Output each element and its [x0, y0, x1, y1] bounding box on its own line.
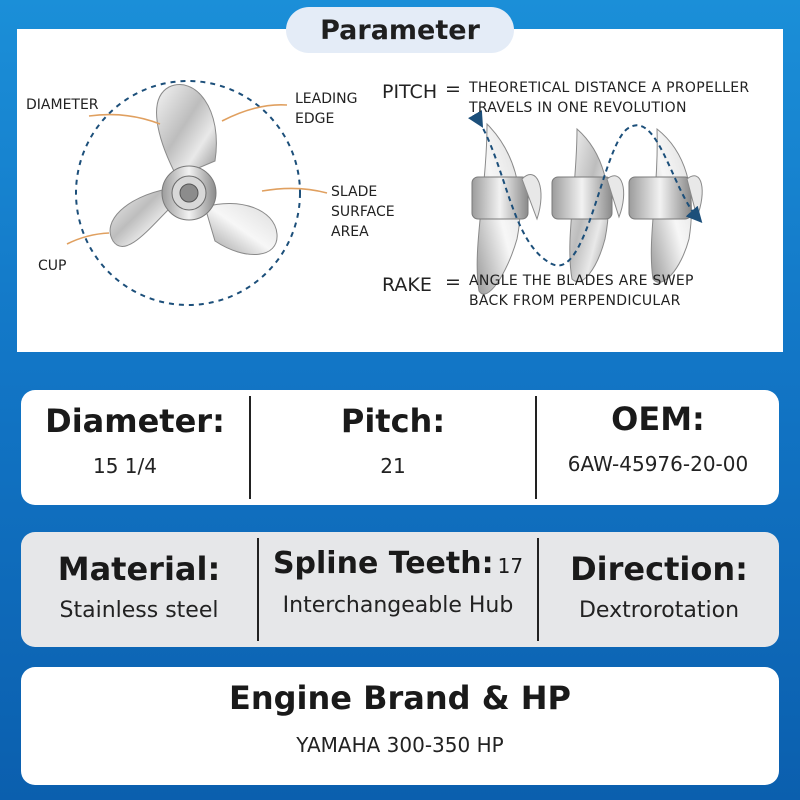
rake-definition-line2: BACK FROM PERPENDICULAR	[469, 293, 681, 309]
spec-pitch-value: 21	[380, 454, 406, 478]
spec-oem-value: 6AW-45976-20-00	[567, 452, 749, 476]
spec-direction: Direction: Dextrorotation	[539, 532, 779, 647]
slade-leader	[261, 187, 328, 194]
spec-pitch-label: Pitch:	[340, 402, 446, 440]
spec-diameter-value: 15 1/4	[93, 454, 157, 478]
spec-spline-label: Spline Teeth:	[272, 546, 494, 581]
spec-spline-teeth: Spline Teeth:17 Interchangeable Hub	[259, 532, 537, 647]
diameter-circle	[75, 80, 301, 306]
specs-card-row1: Diameter: 15 1/4 Pitch: 21 OEM: 6AW-4597…	[21, 390, 779, 505]
pitch-term: PITCH	[382, 81, 438, 103]
spec-direction-value: Dextrorotation	[578, 598, 740, 623]
label-cup: CUP	[38, 258, 67, 274]
divider	[257, 538, 259, 641]
page-title: Parameter	[286, 7, 514, 53]
label-leading-edge-2: EDGE	[295, 111, 335, 127]
pitch-definition-line1: THEORETICAL DISTANCE A PROPELLER	[469, 80, 750, 96]
propeller-front-image	[109, 84, 278, 255]
pitch-definition-line2: TRAVELS IN ONE REVOLUTION	[469, 100, 687, 116]
spec-material-value: Stainless steel	[59, 598, 219, 623]
spec-oem-label: OEM:	[611, 400, 705, 438]
spec-material: Material: Stainless steel	[21, 532, 257, 647]
spec-diameter: Diameter: 15 1/4	[21, 390, 249, 505]
rake-definition-line1: ANGLE THE BLADES ARE SWEP	[469, 273, 694, 289]
propeller-diagram	[66, 80, 703, 306]
specs-card-row2: Material: Stainless steel Spline Teeth:1…	[21, 532, 779, 647]
cup-leader	[66, 232, 110, 245]
label-slade-2: SURFACE	[331, 204, 395, 220]
label-leading-edge-1: LEADING	[295, 91, 358, 107]
label-slade-3: AREA	[331, 224, 369, 240]
spec-pitch: Pitch: 21	[251, 390, 535, 505]
spec-oem: OEM: 6AW-45976-20-00	[537, 390, 779, 505]
diameter-leader	[88, 113, 161, 125]
diagram-panel: DIAMETER LEADING EDGE SLADE SURFACE AREA…	[17, 29, 783, 352]
spec-spline-value: Interchangeable Hub	[282, 593, 514, 618]
spec-diameter-label: Diameter:	[45, 402, 225, 440]
label-slade-1: SLADE	[331, 184, 378, 200]
engine-value: YAMAHA 300-350 HP	[296, 733, 504, 757]
propeller-side-image-1	[471, 122, 542, 295]
pitch-equals: =	[445, 78, 461, 100]
engine-card: Engine Brand & HP YAMAHA 300-350 HP	[21, 667, 779, 785]
spec-direction-label: Direction:	[570, 550, 748, 588]
pitch-wave-line	[468, 110, 703, 267]
propeller-side-image-3	[628, 127, 703, 283]
rake-term: RAKE	[382, 274, 432, 296]
divider	[537, 538, 539, 641]
divider	[249, 396, 251, 499]
divider	[535, 396, 537, 499]
label-diameter: DIAMETER	[26, 97, 99, 113]
spec-material-label: Material:	[57, 550, 221, 588]
leading-edge-leader	[221, 104, 288, 122]
engine-label: Engine Brand & HP	[228, 679, 571, 717]
spec-spline-count: 17	[497, 554, 524, 578]
rake-equals: =	[445, 271, 461, 293]
